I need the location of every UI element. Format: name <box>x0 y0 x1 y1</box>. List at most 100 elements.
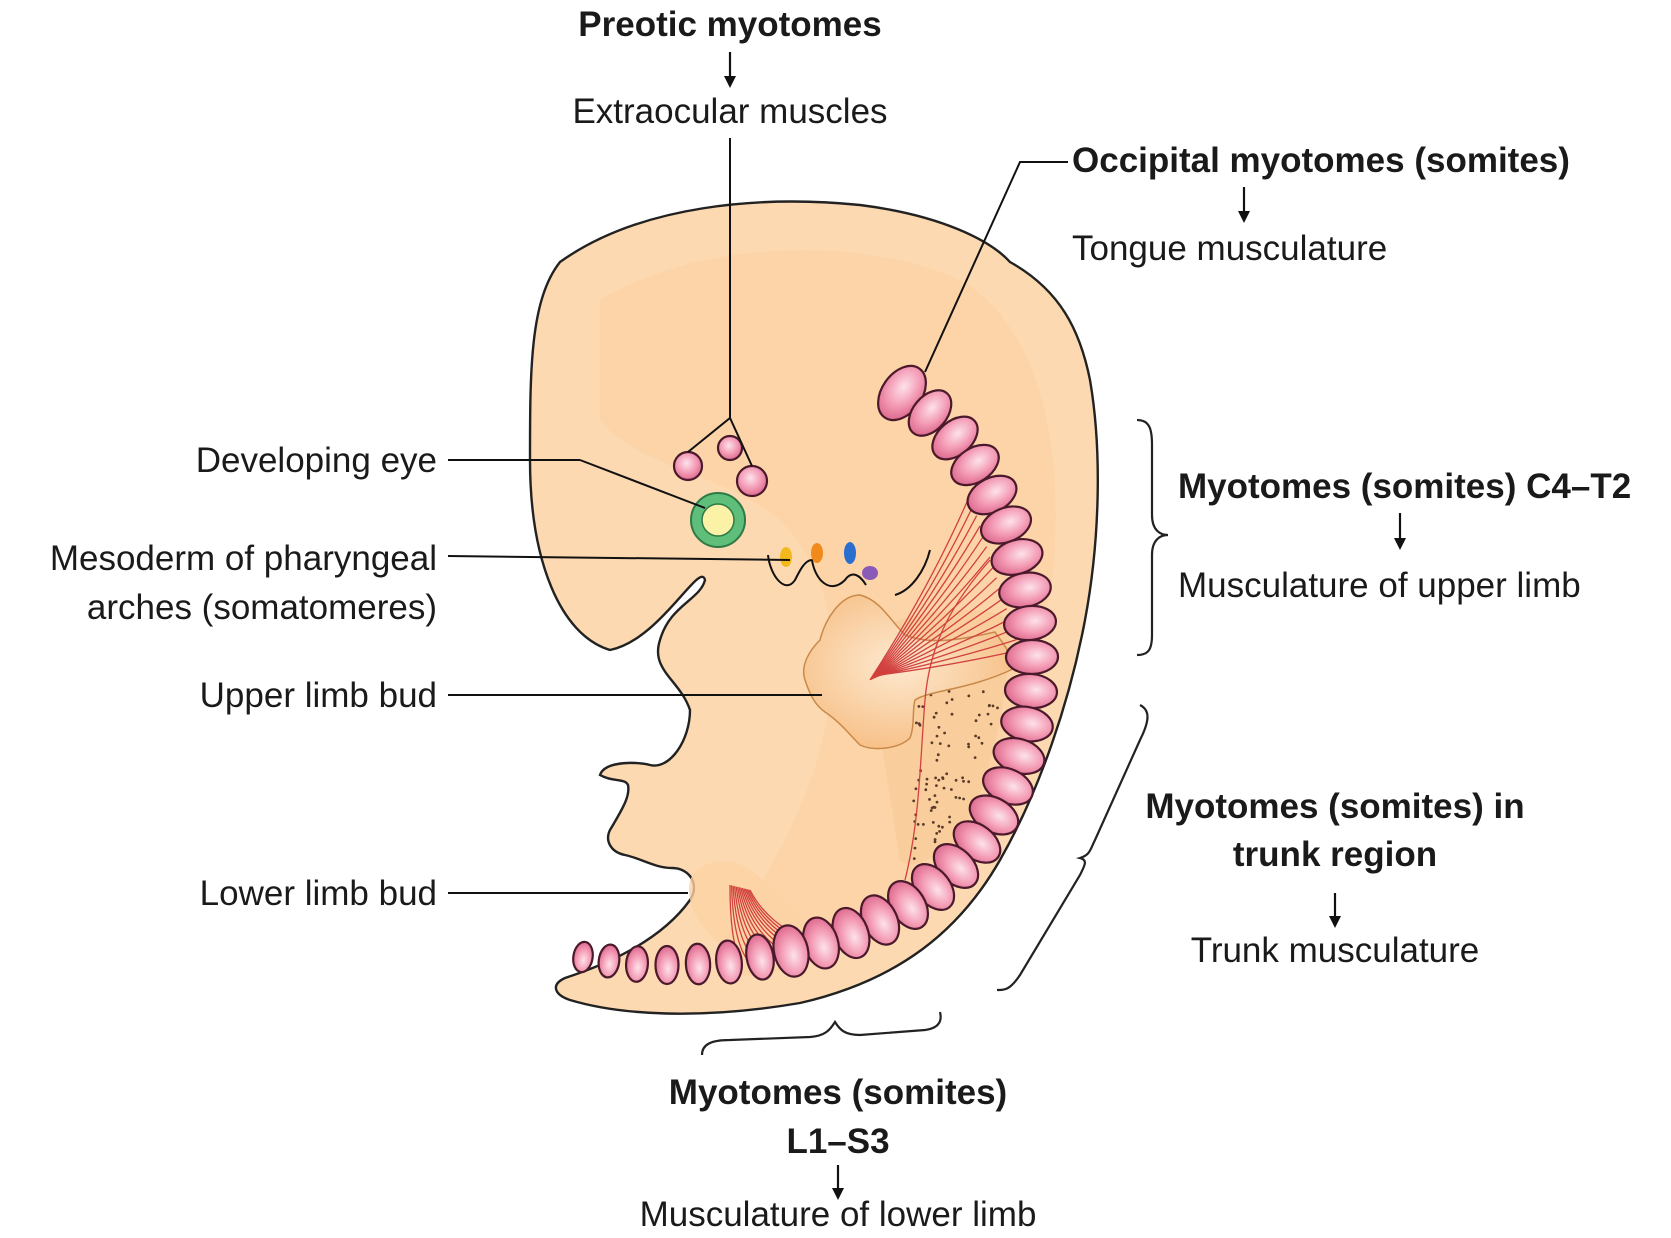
stipple-dot <box>912 800 915 803</box>
arch-3-mesoderm <box>844 542 856 564</box>
stipple-dot <box>930 809 933 812</box>
stipple-dot <box>938 726 941 729</box>
stipple-dot <box>992 705 995 708</box>
stipple-dot <box>967 743 970 746</box>
stipple-dot <box>951 713 954 716</box>
stipple-dot <box>936 801 939 804</box>
preotic-somite-1 <box>674 452 702 480</box>
cervical-brace <box>1137 420 1168 655</box>
stipple-dot <box>934 794 937 797</box>
occipital-arrowhead <box>1238 211 1250 223</box>
stipple-dot <box>951 698 954 701</box>
lumbar-target: Musculature of lower limb <box>640 1195 1037 1233</box>
pharyngeal-label-line1: Mesoderm of pharyngeal <box>50 539 437 578</box>
stipple-dot <box>924 788 927 791</box>
stipple-dot <box>987 713 990 716</box>
developing-eye <box>691 493 745 547</box>
stipple-dot <box>978 714 981 717</box>
stipple-dot <box>939 742 942 745</box>
stipple-dot <box>934 806 937 809</box>
somite <box>1006 640 1058 675</box>
arch-1-mesoderm <box>780 547 792 567</box>
stipple-dot <box>934 777 937 780</box>
stipple-dot <box>941 826 944 829</box>
stipple-dot <box>943 787 946 790</box>
somite <box>656 946 679 984</box>
trunk-title-line1: Myotomes (somites) in <box>1145 787 1524 826</box>
somite <box>685 943 711 985</box>
trunk-arrowhead <box>1329 916 1341 928</box>
stipple-dot <box>932 821 935 824</box>
stipple-dot <box>967 695 970 698</box>
stipple-dot <box>922 823 925 826</box>
preotic-somite-3 <box>737 466 767 496</box>
stipple-dot <box>961 776 964 779</box>
stipple-dot <box>941 776 944 779</box>
stipple-dot <box>915 722 918 725</box>
stipple-dot <box>928 798 931 801</box>
stipple-dot <box>925 783 928 786</box>
stipple-dot <box>948 821 951 824</box>
stipple-dot <box>988 704 991 707</box>
stipple-dot <box>974 735 977 738</box>
stipple-dot <box>914 847 917 850</box>
upper-limb-bud-label: Upper limb bud <box>200 676 437 715</box>
stipple-dot <box>955 779 958 782</box>
stipple-dot <box>934 838 937 841</box>
stipple-dot <box>947 745 950 748</box>
stipple-dot <box>945 701 948 704</box>
stipple-dot <box>996 707 999 710</box>
lumbar-title-line1: Myotomes (somites) <box>669 1073 1007 1112</box>
cervical-arrowhead <box>1394 538 1406 550</box>
preotic-target: Extraocular muscles <box>572 92 887 131</box>
stipple-dot <box>974 756 977 759</box>
stipple-dot <box>958 797 961 800</box>
stipple-dot <box>936 735 939 738</box>
stipple-dot <box>935 832 938 835</box>
lumbar-brace <box>702 1012 941 1055</box>
stipple-dot <box>990 723 993 726</box>
stipple-dot <box>948 816 951 819</box>
cervical-title: Myotomes (somites) C4–T2 <box>1178 467 1631 506</box>
stipple-dot <box>943 732 946 735</box>
stipple-dot <box>937 753 940 756</box>
stipple-dot <box>977 736 980 739</box>
stipple-dot <box>945 772 948 775</box>
pharyngeal-label-line2: arches (somatomeres) <box>87 588 437 627</box>
lower-limb-bud-label: Lower limb bud <box>200 874 437 913</box>
stipple-dot <box>926 778 929 781</box>
stipple-dot <box>935 712 938 715</box>
arch-4-mesoderm <box>862 566 878 580</box>
preotic-somite-2 <box>718 436 742 460</box>
stipple-dot <box>915 787 918 790</box>
stipple-dot <box>962 780 965 783</box>
stipple-dot <box>913 857 916 860</box>
occipital-target: Tongue musculature <box>1072 229 1387 268</box>
stipple-dot <box>950 788 953 791</box>
stipple-dot <box>933 716 936 719</box>
embryo-body <box>530 202 1098 1014</box>
stipple-dot <box>918 705 921 708</box>
stipple-dot <box>931 741 934 744</box>
arch-2-mesoderm <box>811 543 823 563</box>
stipple-dot <box>962 798 965 801</box>
eye-center <box>702 504 734 536</box>
occipital-title: Occipital myotomes (somites) <box>1072 141 1570 180</box>
lumbar-title-line2: L1–S3 <box>786 1122 889 1161</box>
cervical-target: Musculature of upper limb <box>1178 566 1581 605</box>
stipple-dot <box>914 837 917 840</box>
stipple-dot <box>967 780 970 783</box>
stipple-dot <box>982 690 985 693</box>
stipple-dot <box>937 779 940 782</box>
stipple-dot <box>937 825 940 828</box>
developing-eye-label: Developing eye <box>196 441 437 480</box>
stipple-dot <box>981 742 984 745</box>
stipple-dot <box>935 784 938 787</box>
preotic-arrowhead <box>724 76 736 88</box>
stipple-dot <box>975 719 978 722</box>
stipple-dot <box>936 759 939 762</box>
preotic-title: Preotic myotomes <box>578 5 881 44</box>
stipple-dot <box>917 823 920 826</box>
